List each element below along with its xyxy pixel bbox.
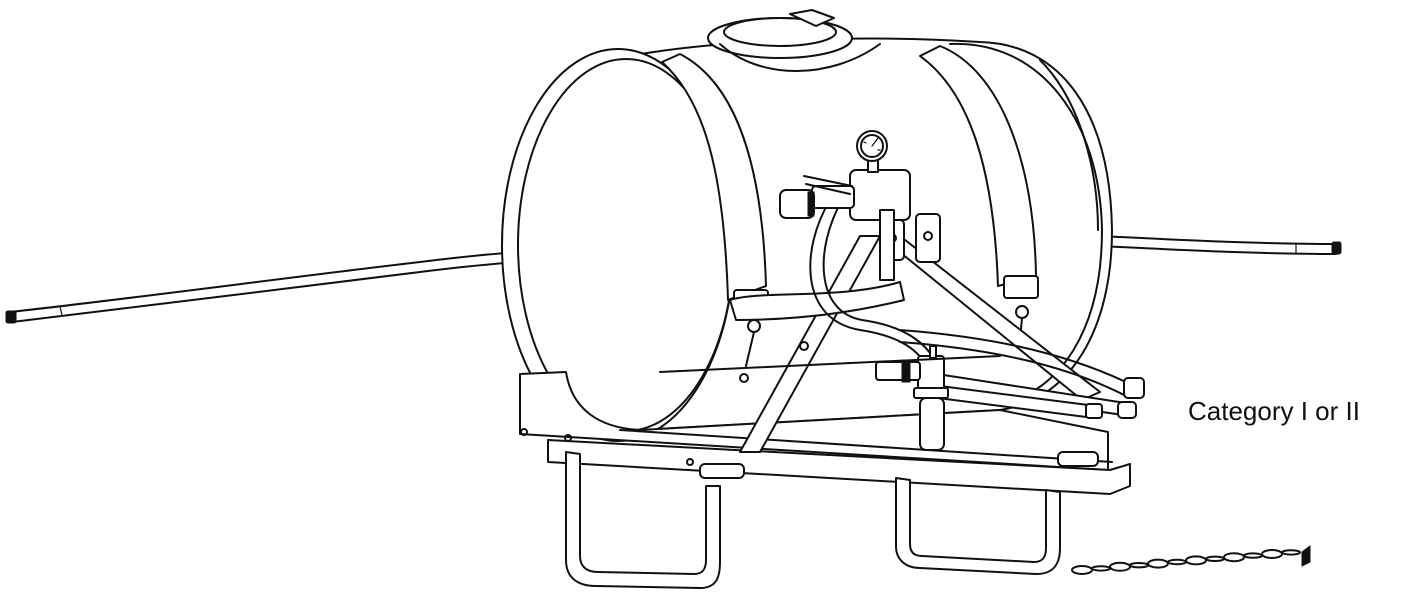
chain-link: [1281, 549, 1301, 556]
stand-legs: [565, 451, 1099, 589]
chain-link: [1243, 552, 1263, 559]
chain-link: [1071, 565, 1093, 575]
hitch-category-label: Category I or II: [1188, 396, 1360, 426]
chain-link: [1223, 552, 1245, 563]
chain-link: [1091, 565, 1111, 572]
safety-chain: [1071, 545, 1311, 575]
chain-hook: [1301, 545, 1311, 567]
strainer: [875, 345, 949, 451]
right-boom-hose: [1099, 235, 1342, 255]
tank-cradle: [519, 371, 1131, 495]
supply-hoses: [809, 199, 1131, 397]
tank-strap-right: [919, 45, 1039, 341]
chain-link: [1147, 558, 1169, 569]
chain-link: [1185, 555, 1207, 566]
pressure-gauge: [856, 130, 888, 162]
chain-link: [1109, 561, 1131, 572]
frame-details: [659, 341, 1001, 383]
left-boom-hose: [5, 251, 521, 324]
regulator-valve: [779, 147, 911, 281]
chain-link: [1261, 549, 1283, 559]
chain-link: [1205, 555, 1225, 562]
boom-outlet-pipes: [921, 371, 1145, 419]
chain-link: [1129, 562, 1149, 569]
chain-link: [1167, 558, 1187, 566]
